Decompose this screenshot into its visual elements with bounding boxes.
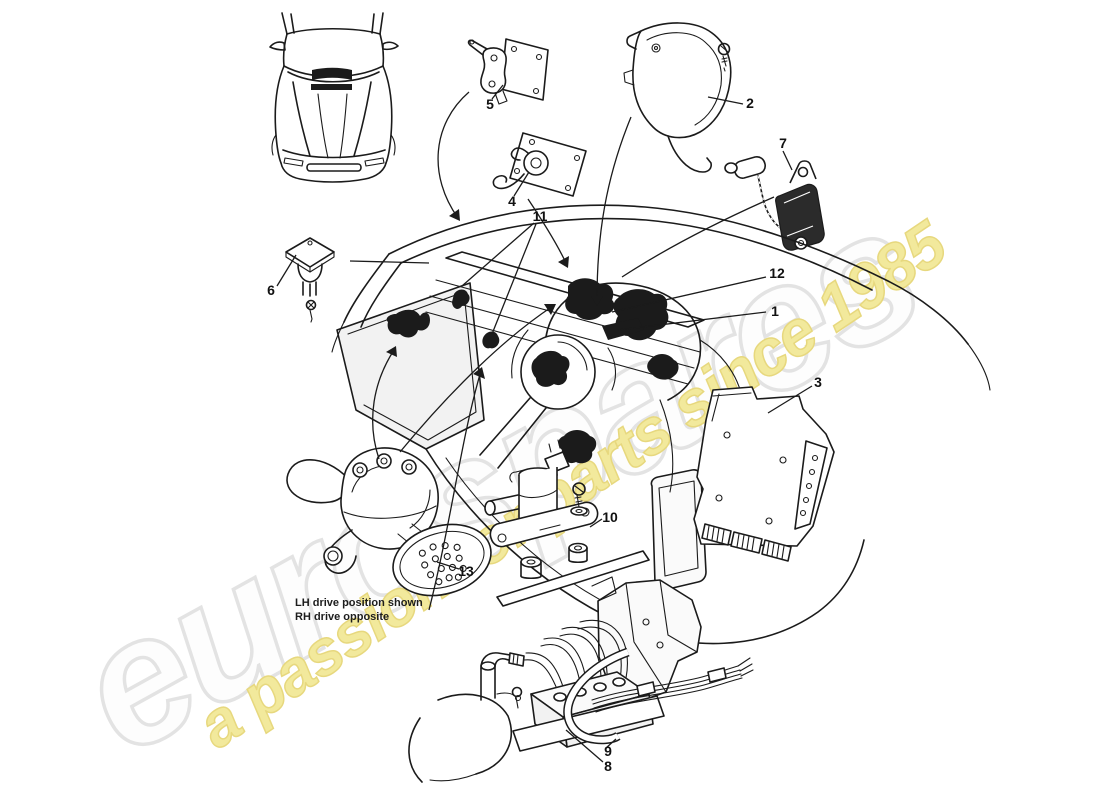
callout-4[interactable]: 4 bbox=[508, 193, 516, 209]
callout-1[interactable]: 1 bbox=[771, 303, 779, 319]
callout-6[interactable]: 6 bbox=[267, 282, 275, 298]
part-10-solenoid-valve bbox=[484, 439, 599, 580]
part-13-distributor bbox=[286, 447, 492, 597]
callout-11[interactable]: 11 bbox=[532, 208, 548, 224]
car-front-view bbox=[269, 12, 399, 183]
callout-12[interactable]: 12 bbox=[769, 265, 785, 281]
part-4-sensor-plate bbox=[492, 132, 587, 197]
drive-note-line2: RH drive opposite bbox=[295, 611, 390, 623]
callout-9[interactable]: 9 bbox=[604, 743, 612, 759]
part-5-sensor-bracket bbox=[467, 38, 549, 105]
callout-10[interactable]: 10 bbox=[602, 509, 618, 525]
part-2-cover bbox=[623, 22, 732, 173]
part-8-9-manifold-harness bbox=[408, 550, 754, 783]
callout-8[interactable]: 8 bbox=[604, 758, 612, 774]
part-7-sensor-module bbox=[724, 156, 825, 251]
drive-note-line1: LH drive position shown bbox=[295, 597, 423, 609]
part-3-ecu bbox=[693, 386, 835, 562]
callout-leader-lines bbox=[276, 84, 813, 763]
callout-13[interactable]: 13 bbox=[458, 563, 474, 579]
callout-7[interactable]: 7 bbox=[779, 135, 787, 151]
part-6-sensor-box bbox=[285, 237, 335, 323]
callout-2[interactable]: 2 bbox=[746, 95, 754, 111]
callout-5[interactable]: 5 bbox=[486, 96, 494, 112]
callout-3[interactable]: 3 bbox=[814, 374, 822, 390]
